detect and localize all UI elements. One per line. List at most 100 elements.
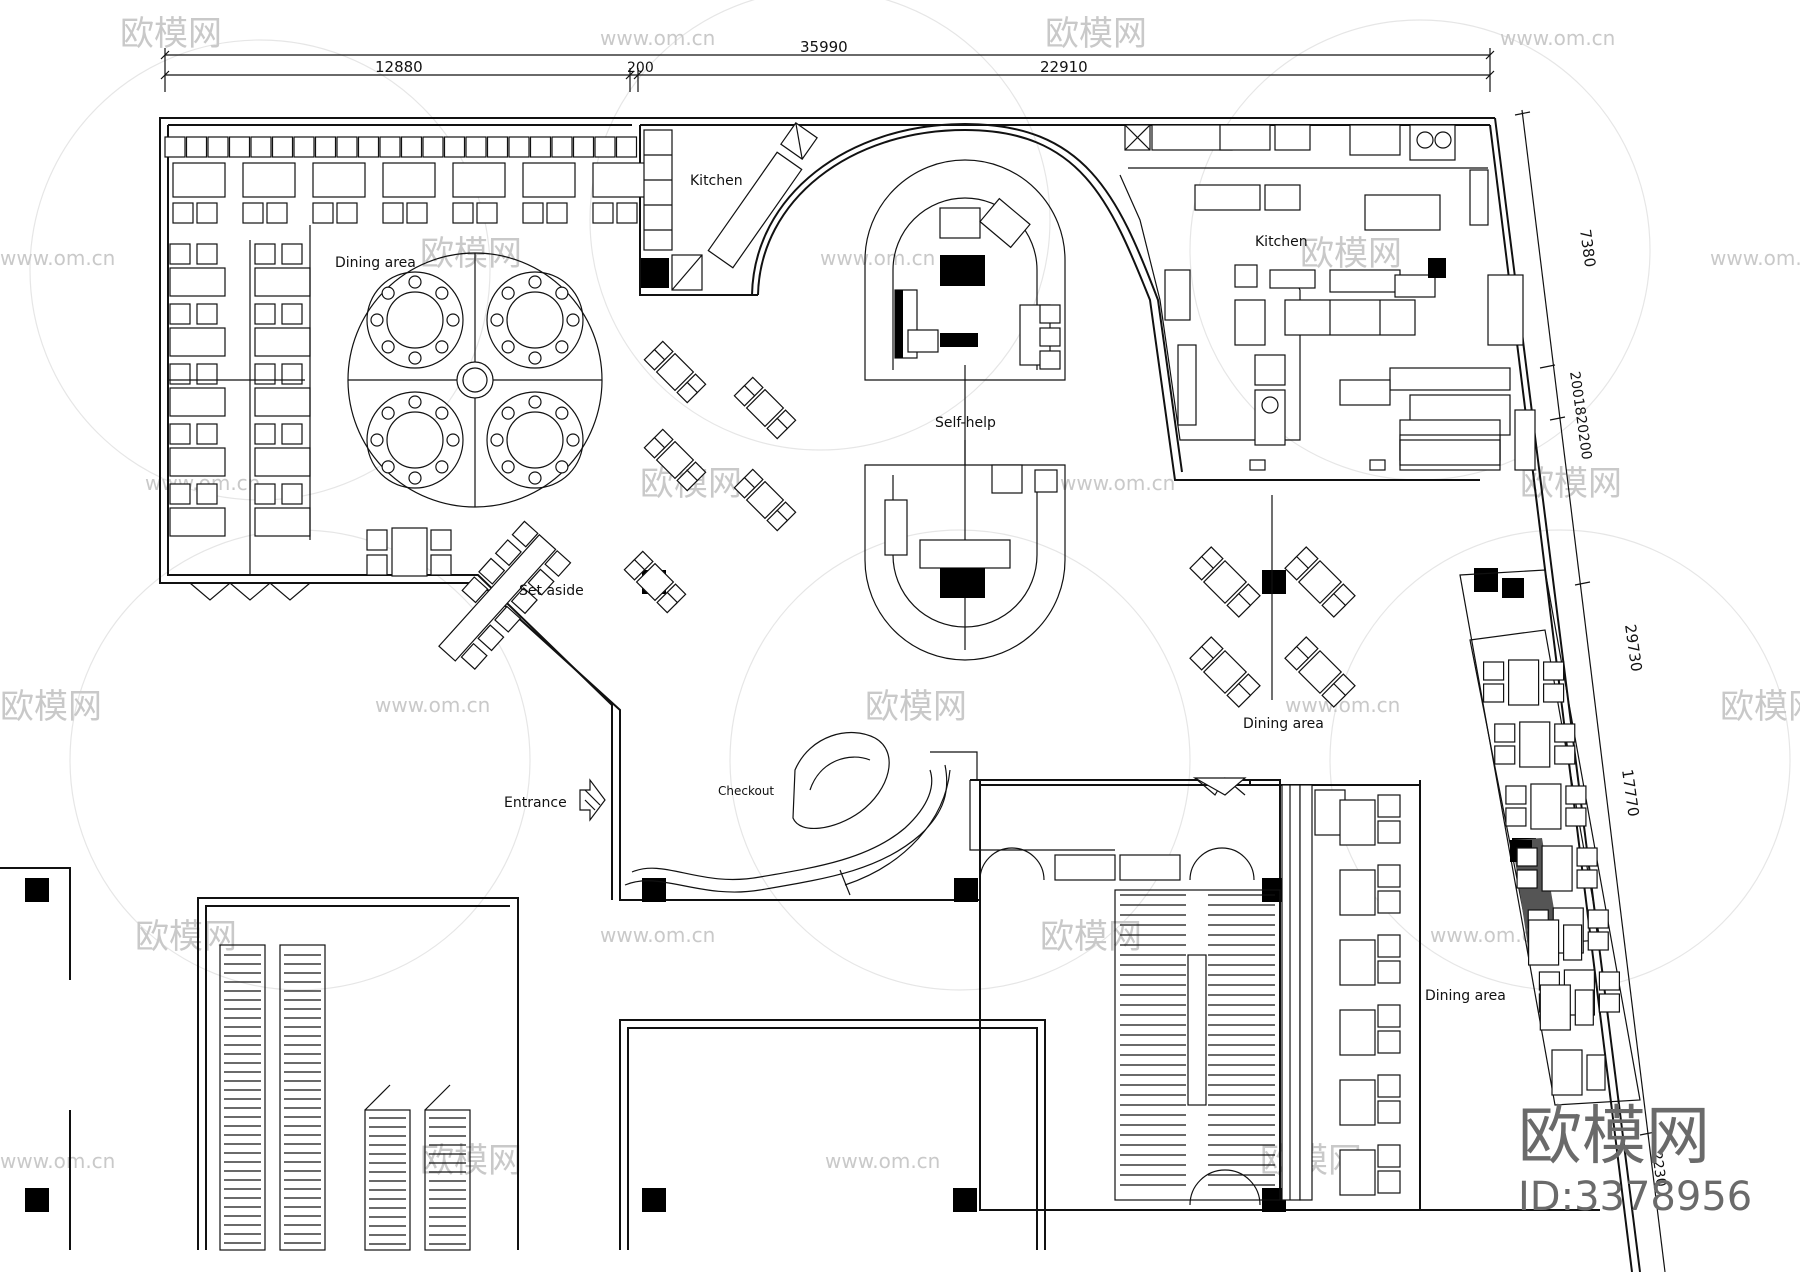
right-dining-booths	[1314, 789, 1401, 1196]
seat	[207, 136, 229, 158]
table-group	[733, 468, 797, 532]
chair	[370, 313, 384, 327]
chair	[1377, 890, 1401, 914]
watermark-site: www.om.cn	[600, 923, 715, 947]
table	[655, 352, 695, 392]
chair	[408, 275, 422, 289]
chair	[254, 423, 276, 445]
chair	[476, 202, 498, 224]
watermark-logo: 欧模网 ID:3378956	[1518, 1100, 1752, 1220]
chair	[566, 313, 580, 327]
dining-table-groups-center-right	[1189, 495, 1356, 708]
chair	[1516, 869, 1538, 889]
chair	[676, 381, 699, 404]
column	[25, 1188, 49, 1212]
chair	[196, 483, 218, 505]
seat	[250, 136, 272, 158]
round-table	[506, 411, 564, 469]
chair	[1494, 745, 1516, 765]
chair	[169, 483, 191, 505]
round-table	[386, 411, 444, 469]
chair	[242, 202, 264, 224]
left-kitchen	[643, 122, 818, 291]
round-private-room	[347, 252, 603, 508]
chair	[501, 340, 515, 354]
table	[312, 162, 366, 198]
chair	[1542, 683, 1565, 703]
chair	[1576, 869, 1598, 889]
self-help-counters	[864, 159, 1066, 661]
chair	[522, 202, 544, 224]
round-table	[506, 291, 564, 349]
chair	[281, 243, 303, 265]
watermark-site: www.om.cn	[600, 26, 715, 50]
seat	[551, 136, 573, 158]
seat	[1574, 989, 1594, 1026]
chair	[169, 423, 191, 445]
dim-right-22910: 22910	[1040, 58, 1088, 76]
chair	[766, 509, 789, 532]
chair	[1587, 909, 1609, 929]
table-group	[1284, 636, 1356, 708]
chair	[1284, 555, 1310, 581]
chair	[490, 313, 504, 327]
chair	[254, 243, 276, 265]
seat	[1562, 924, 1583, 961]
table-group	[1189, 636, 1261, 708]
watermark-big-brand: 欧模网	[1518, 1100, 1710, 1174]
watermark-site: www.om.cn	[0, 246, 115, 270]
chair	[169, 243, 191, 265]
chair	[1377, 960, 1401, 984]
watermark-brand: 欧模网	[420, 1141, 522, 1181]
table	[1297, 559, 1343, 605]
column	[954, 878, 978, 902]
chair	[196, 363, 218, 385]
chair	[1576, 847, 1598, 867]
chair	[408, 471, 422, 485]
dimension-lines: 35990 12880 200 22910 7380 2001820200 29…	[160, 38, 1669, 1272]
table	[1530, 783, 1562, 830]
booth-seating	[168, 225, 311, 575]
table-group	[643, 340, 707, 404]
seat	[486, 136, 509, 158]
chair	[408, 351, 422, 365]
chair	[616, 202, 638, 224]
seat	[314, 136, 337, 158]
table	[1527, 919, 1560, 966]
center-table-groups	[623, 340, 797, 614]
chair	[1226, 682, 1252, 708]
chair	[1554, 745, 1576, 765]
seat	[508, 136, 530, 158]
seat	[529, 136, 552, 158]
chair	[254, 483, 276, 505]
watermark-site: www.om.cn	[375, 693, 490, 717]
table-group	[643, 428, 707, 492]
chair	[1565, 785, 1587, 805]
chair	[452, 202, 474, 224]
column	[641, 258, 669, 288]
chair	[1189, 645, 1215, 671]
chair	[1321, 682, 1347, 708]
chair	[406, 202, 428, 224]
chair	[555, 286, 569, 300]
table	[1339, 869, 1376, 916]
chair	[281, 483, 303, 505]
seat	[443, 136, 466, 158]
seat	[422, 136, 444, 158]
staircase	[1114, 889, 1281, 1206]
watermark-id: ID:3378956	[1518, 1174, 1752, 1220]
watermark-brand: 欧模网	[1300, 234, 1402, 274]
chair	[196, 303, 218, 325]
column	[1262, 570, 1286, 594]
far-right-dining-strip	[1459, 569, 1641, 1106]
table	[1297, 649, 1343, 695]
chair	[266, 202, 288, 224]
chair	[254, 363, 276, 385]
chair	[1377, 1100, 1401, 1124]
table	[522, 162, 576, 198]
left-dining-area	[164, 136, 646, 601]
building-walls	[0, 117, 1641, 1272]
chair	[1542, 661, 1565, 681]
seat	[400, 136, 423, 158]
table	[169, 387, 226, 417]
